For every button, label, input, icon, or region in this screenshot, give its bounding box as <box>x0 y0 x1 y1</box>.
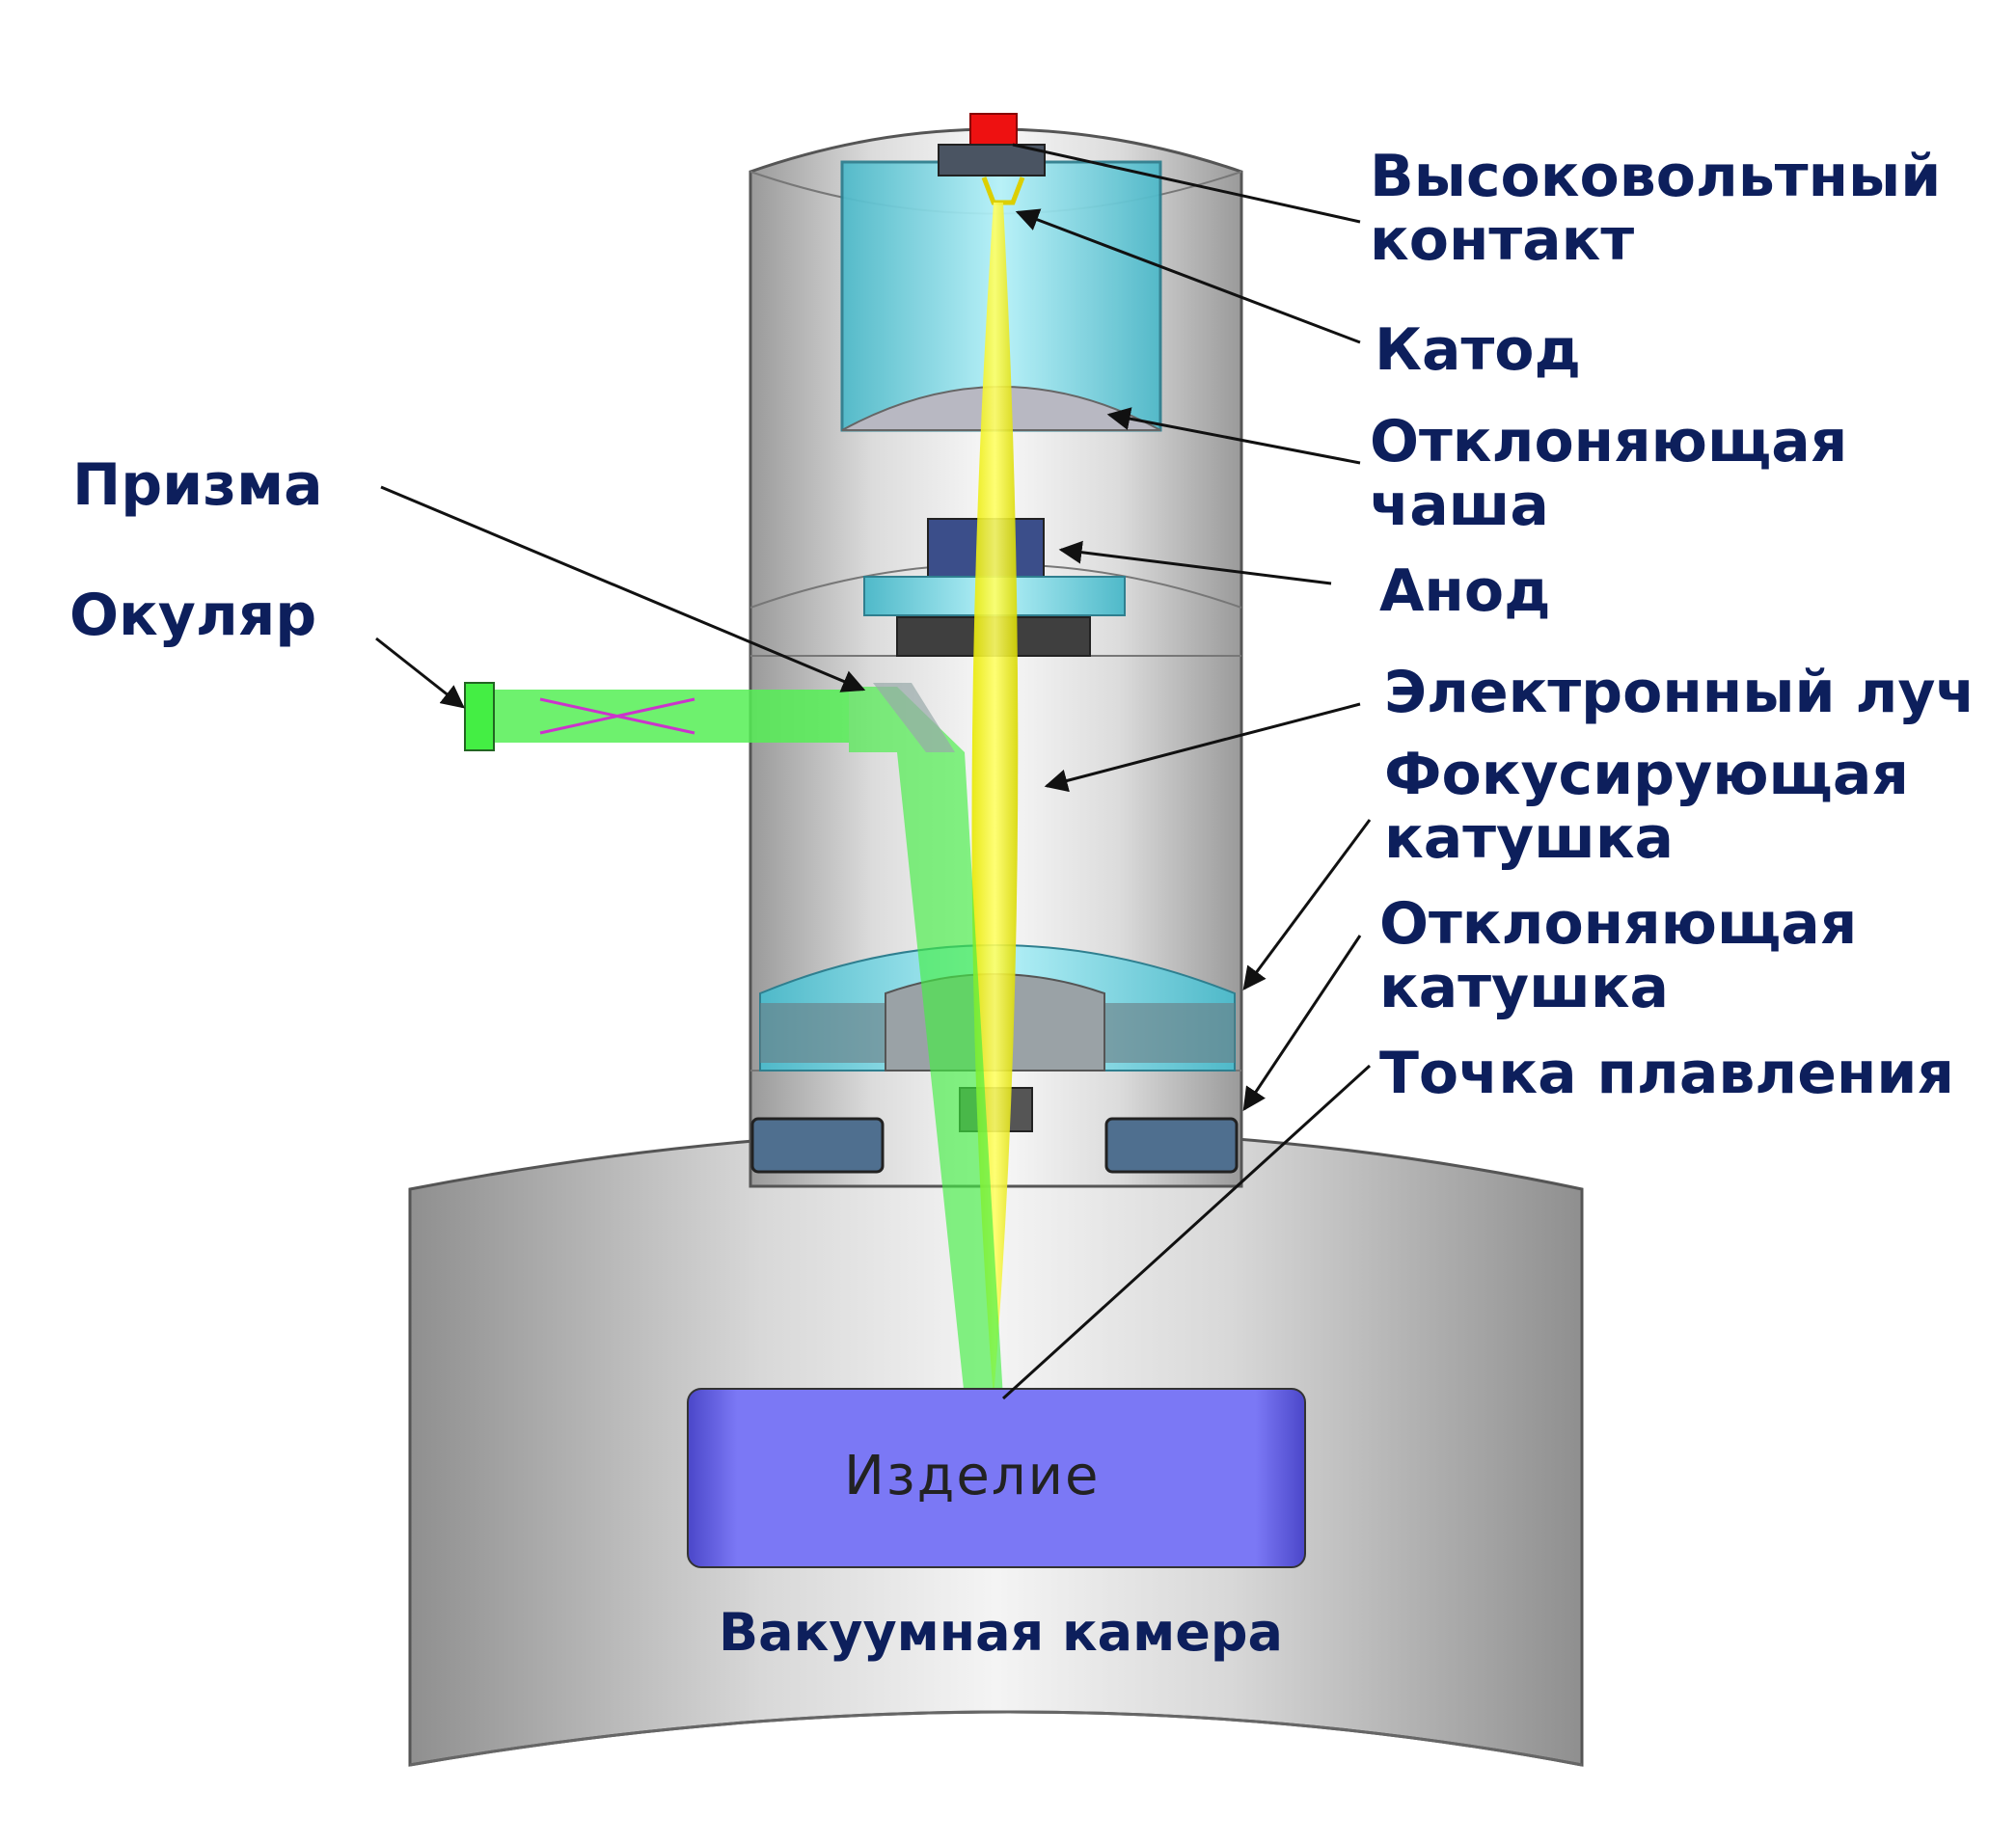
label-vacuum-chamber: Вакуумная камера <box>719 1602 1283 1663</box>
label-deflecting-coil: Отклоняющая катушка <box>1379 890 1858 1021</box>
label-melt-point: Точка плавления <box>1379 1040 1954 1107</box>
label-anode: Анод <box>1379 557 1551 625</box>
label-electron-beam: Электронный луч <box>1384 659 1975 726</box>
hv-contact <box>938 113 1046 205</box>
eyepiece <box>464 682 495 751</box>
leader-lines <box>375 143 1372 1400</box>
label-cathode: Катод <box>1375 316 1581 384</box>
label-deflecting-cup: Отклоняющая чаша <box>1370 408 1848 539</box>
label-eyepiece: Окуляр <box>69 582 317 649</box>
label-workpiece: Изделие <box>844 1445 1101 1507</box>
label-hv-contact: Высоковольтный контакт <box>1370 143 1942 274</box>
label-focusing-coil: Фокусирующая катушка <box>1384 741 1909 872</box>
workpiece <box>687 1388 1306 1568</box>
optical-path <box>473 683 1003 1398</box>
label-prism: Призма <box>72 451 323 519</box>
